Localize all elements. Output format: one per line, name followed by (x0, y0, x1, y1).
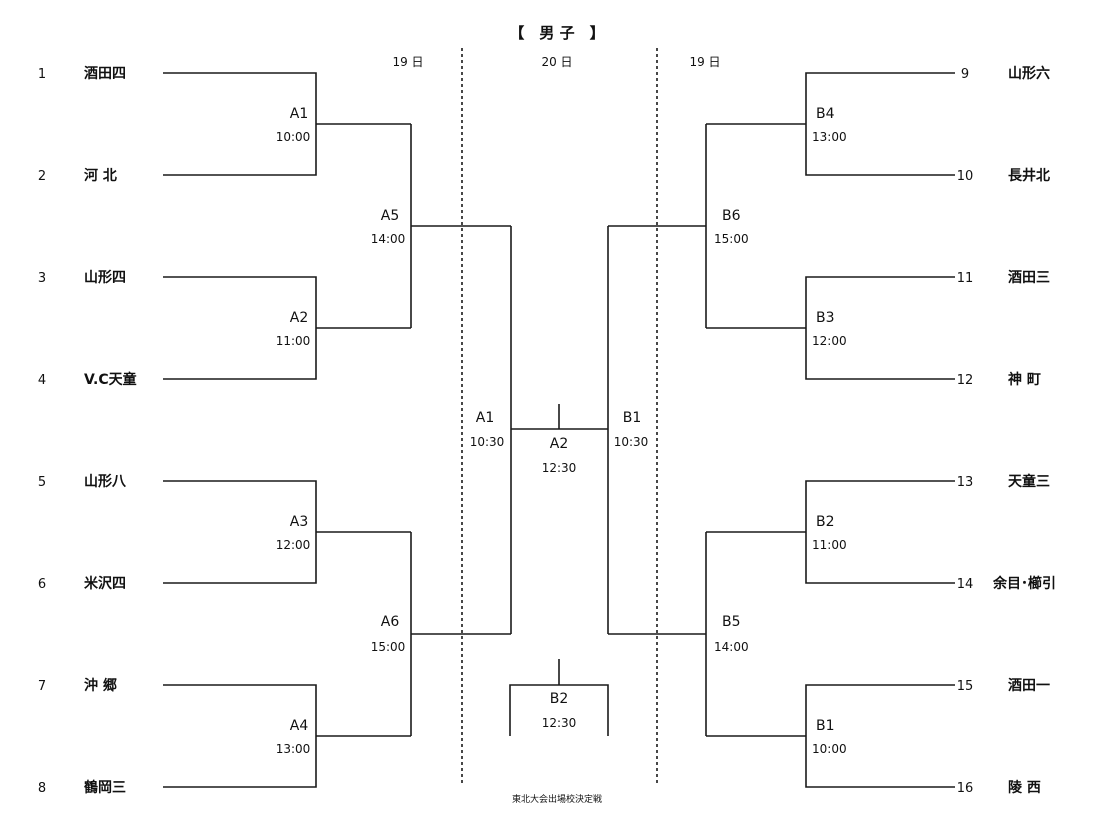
team-name: 山形四 (84, 269, 126, 286)
team-seed: 10 (957, 169, 974, 184)
bracket-line-a1 (163, 72, 317, 176)
team-seed: 14 (957, 577, 974, 592)
match-label: B2 (550, 691, 569, 707)
team-name: 沖 郷 (84, 677, 117, 694)
match-label: B1 (816, 718, 835, 734)
match-time: 13:00 (276, 742, 311, 756)
match-time: 10:00 (812, 742, 847, 756)
team-name: 余目･櫛引 (992, 575, 1056, 592)
team-seed: 9 (961, 67, 969, 82)
footer-caption: 東北大会出場校決定戦 (512, 793, 602, 805)
bracket-line-b3 (805, 276, 955, 380)
team-seed: 13 (957, 475, 974, 490)
page-title: 【 男 子 】 (509, 24, 604, 42)
match-time: 12:00 (276, 538, 311, 552)
team-name: 酒田一 (1008, 678, 1050, 694)
team-seed: 2 (38, 169, 46, 184)
bracket-line-a2 (163, 276, 317, 380)
team-seed: 1 (38, 67, 46, 82)
day-label-left: 19 日 (392, 55, 423, 69)
match-time: 12:00 (812, 334, 847, 348)
team-name: 長井北 (1008, 167, 1050, 184)
match-time: 10:00 (276, 130, 311, 144)
bracket-line-b4 (805, 72, 955, 176)
bracket-line-a4 (163, 684, 317, 788)
match-label: A1 (290, 106, 308, 122)
right-team-list: 9 山形六 10 長井北 11 酒田三 12 神 町 13 天童三 14 余目･… (957, 65, 1056, 796)
team-seed: 6 (38, 577, 46, 592)
day-label-center: 20 日 (541, 55, 572, 69)
bracket-line-a3 (163, 480, 317, 584)
match-time: 15:00 (371, 640, 406, 654)
team-seed: 7 (38, 679, 46, 694)
team-name: 鶴岡三 (84, 779, 126, 796)
day-label-right: 19 日 (689, 55, 720, 69)
team-seed: 8 (38, 781, 46, 796)
match-time: 11:00 (276, 334, 311, 348)
team-name: 米沢四 (84, 575, 126, 592)
left-match-labels: A1 10:00 A2 11:00 A3 12:00 A4 13:00 A5 1… (276, 106, 406, 756)
team-name: 山形八 (84, 473, 127, 490)
team-seed: 4 (38, 373, 46, 388)
team-name: V.C天童 (84, 371, 137, 388)
team-seed: 16 (957, 781, 974, 796)
match-label: A4 (290, 718, 309, 734)
match-label: B6 (722, 208, 741, 224)
match-time: 14:00 (714, 640, 749, 654)
right-bracket-lines (607, 72, 955, 788)
team-name: 天童三 (1008, 473, 1050, 490)
match-label: A5 (381, 208, 399, 224)
bracket-line-b1 (805, 684, 955, 788)
left-team-list: 1 酒田四 2 河 北 3 山形四 4 V.C天童 5 山形八 6 米沢四 7 … (38, 66, 137, 796)
match-time: 12:30 (542, 461, 577, 475)
match-time: 10:30 (470, 435, 505, 449)
team-name: 河 北 (84, 167, 117, 184)
team-seed: 15 (957, 679, 974, 694)
match-label: B1 (623, 410, 642, 426)
team-seed: 5 (38, 475, 46, 490)
center-bracket-lines (509, 404, 609, 736)
team-name: 酒田三 (1008, 270, 1050, 286)
match-label: A2 (550, 436, 568, 452)
left-bracket-lines (163, 72, 512, 788)
match-time: 14:00 (371, 232, 406, 246)
match-time: 10:30 (614, 435, 649, 449)
match-time: 11:00 (812, 538, 847, 552)
team-name: 山形六 (1008, 65, 1050, 82)
team-seed: 11 (957, 271, 974, 286)
match-label: B3 (816, 310, 835, 326)
match-label: B4 (816, 106, 835, 122)
match-time: 13:00 (812, 130, 847, 144)
match-label: A3 (290, 514, 308, 530)
team-name: 酒田四 (84, 66, 126, 82)
team-seed: 3 (38, 271, 46, 286)
team-seed: 12 (957, 373, 974, 388)
match-label: A1 (476, 410, 494, 426)
match-label: A6 (381, 614, 400, 630)
team-name: 陵 西 (1008, 779, 1041, 796)
match-time: 15:00 (714, 232, 749, 246)
match-label: A2 (290, 310, 308, 326)
match-time: 12:30 (542, 716, 577, 730)
match-label: B5 (722, 614, 741, 630)
team-name: 神 町 (1008, 371, 1041, 388)
match-label: B2 (816, 514, 835, 530)
bracket-line-b2 (805, 480, 955, 584)
right-match-labels: B4 13:00 B3 12:00 B2 11:00 B1 10:00 B6 1… (714, 106, 847, 756)
center-match-labels: A1 10:30 A2 12:30 B1 10:30 B2 12:30 (470, 410, 649, 730)
